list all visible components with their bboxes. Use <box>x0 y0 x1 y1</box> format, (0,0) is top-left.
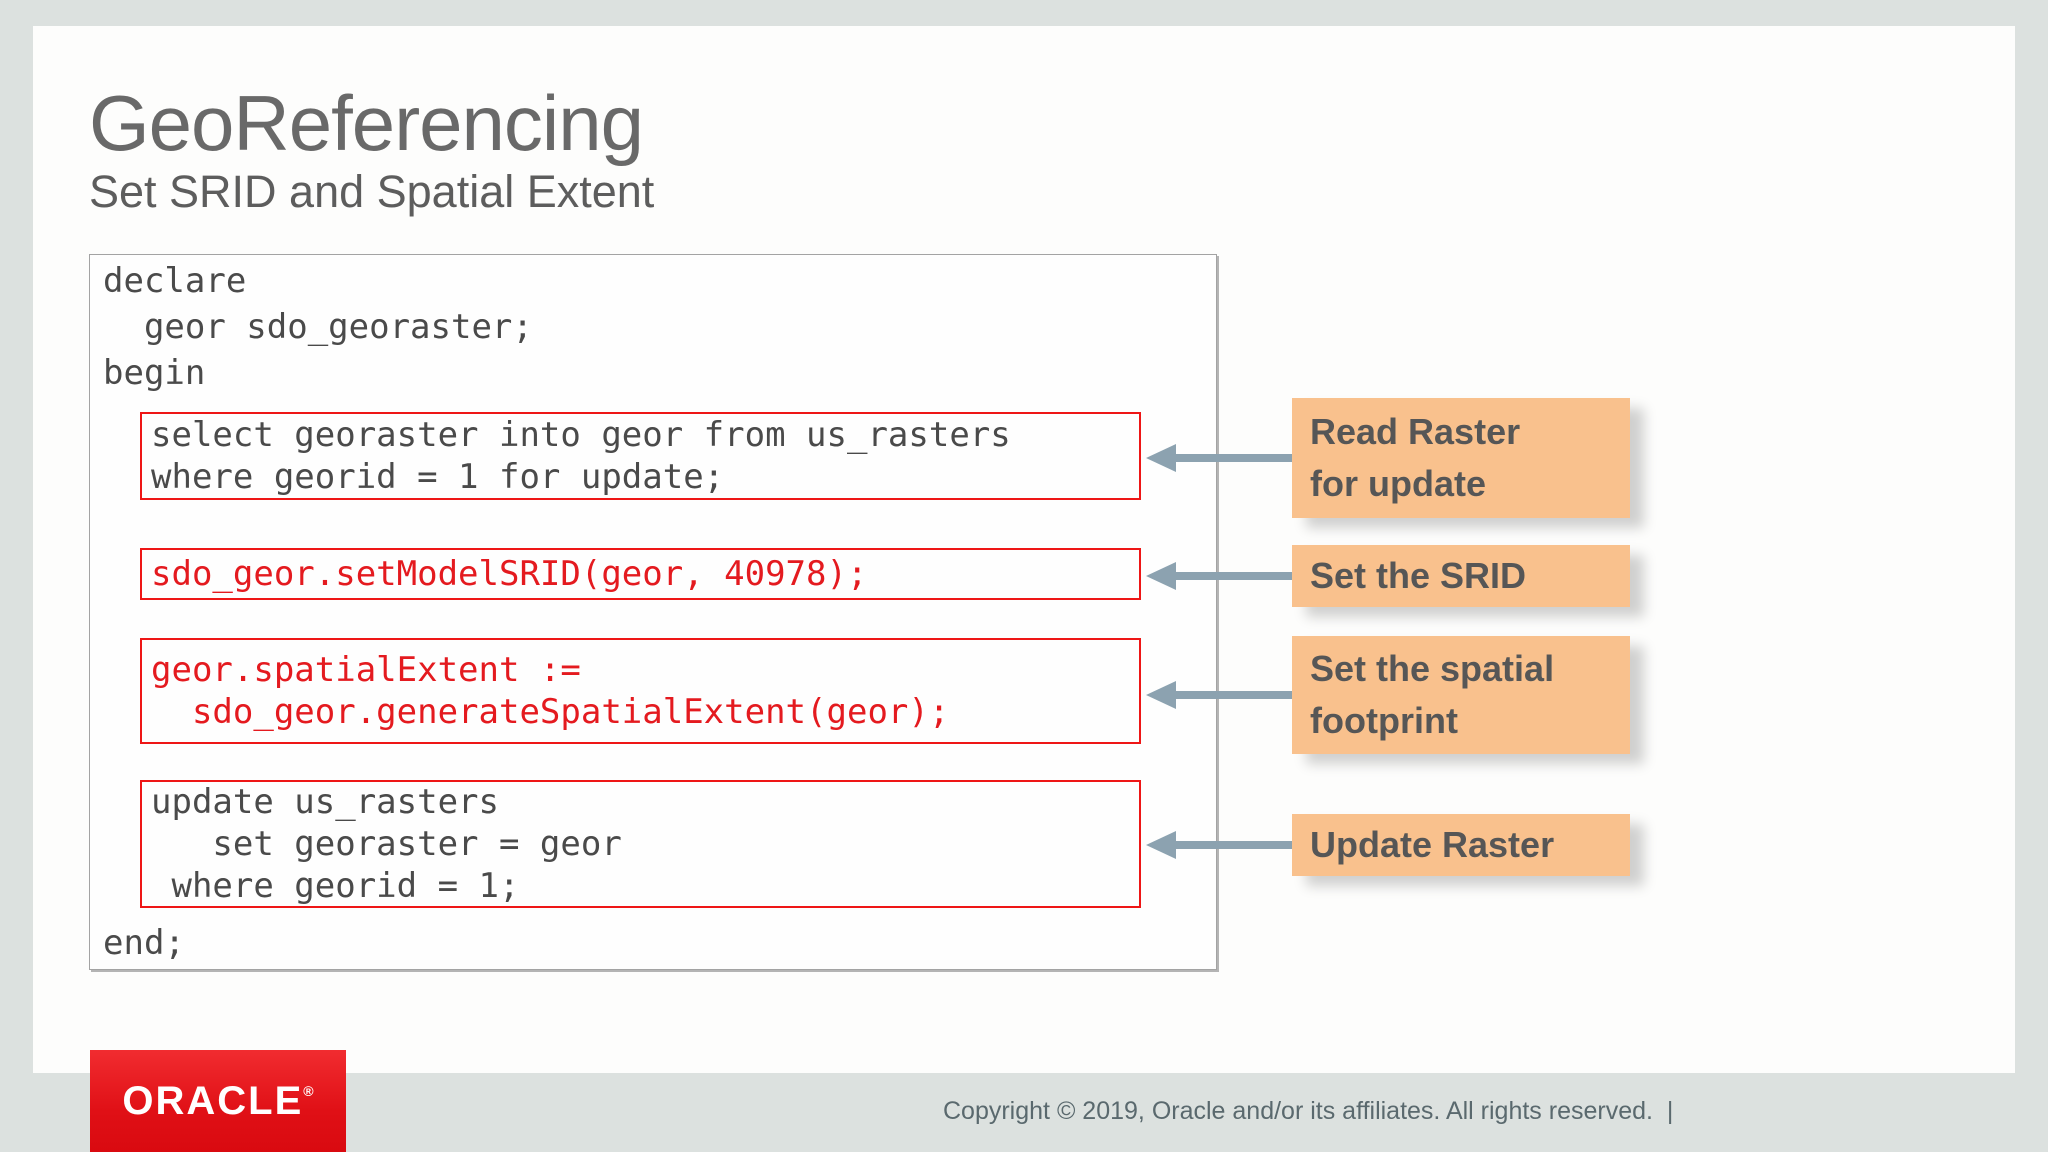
callout-label: Set the spatial <box>1310 648 1555 689</box>
arrowhead-icon <box>1146 444 1176 472</box>
code-line-begin: begin <box>103 353 206 393</box>
page-subtitle: Set SRID and Spatial Extent <box>89 166 655 217</box>
code-line: geor.spatialExtent := <box>151 650 581 690</box>
code-highlight-box-spatial-extent: geor.spatialExtent := sdo_geor.generateS… <box>140 638 1141 744</box>
arrow-shaft <box>1172 454 1292 462</box>
callout-update-raster: Update Raster <box>1292 814 1630 876</box>
registered-mark: ® <box>303 1082 314 1099</box>
code-line-end: end; <box>103 923 185 963</box>
code-line: select georaster into geor from us_raste… <box>151 415 1011 455</box>
oracle-wordmark-text: ORACLE <box>122 1078 304 1123</box>
code-line: sdo_geor.setModelSRID(geor, 40978); <box>151 554 868 594</box>
callout-spatial-footprint: Set the spatial footprint <box>1292 636 1630 754</box>
code-highlight-box-set-srid: sdo_geor.setModelSRID(geor, 40978); <box>140 548 1141 600</box>
left-arrow-icon <box>1146 681 1292 709</box>
code-line-declare: declare <box>103 261 247 301</box>
code-highlight-box-update: update us_rasters set georaster = geor w… <box>140 780 1141 908</box>
copyright-text: Copyright © 2019, Oracle and/or its affi… <box>943 1097 1674 1125</box>
left-arrow-icon <box>1146 562 1292 590</box>
oracle-logo: ORACLE® <box>90 1050 346 1152</box>
callout-set-srid: Set the SRID <box>1292 545 1630 607</box>
code-line: set georaster = geor <box>151 824 622 864</box>
callout-label: footprint <box>1310 700 1458 741</box>
arrowhead-icon <box>1146 681 1176 709</box>
code-line: where georid = 1 for update; <box>151 457 725 497</box>
callout-label: Read Raster <box>1310 411 1521 452</box>
arrowhead-icon <box>1146 831 1176 859</box>
left-arrow-icon <box>1146 444 1292 472</box>
left-arrow-icon <box>1146 831 1292 859</box>
arrow-shaft <box>1172 841 1292 849</box>
page-title: GeoReferencing <box>89 79 644 167</box>
code-line-var: geor sdo_georaster; <box>103 307 533 347</box>
oracle-wordmark: ORACLE® <box>122 1079 313 1124</box>
arrowhead-icon <box>1146 562 1176 590</box>
callout-label: Set the SRID <box>1310 555 1527 596</box>
callout-read-raster: Read Raster for update <box>1292 398 1630 518</box>
callout-label: for update <box>1310 463 1486 504</box>
code-line: update us_rasters <box>151 782 499 822</box>
callout-label: Update Raster <box>1310 824 1555 865</box>
code-highlight-box-select: select georaster into geor from us_raste… <box>140 412 1141 500</box>
code-line: where georid = 1; <box>151 866 520 906</box>
arrow-shaft <box>1172 691 1292 699</box>
arrow-shaft <box>1172 572 1292 580</box>
code-line: sdo_geor.generateSpatialExtent(geor); <box>151 692 950 732</box>
code-panel <box>89 254 1217 970</box>
